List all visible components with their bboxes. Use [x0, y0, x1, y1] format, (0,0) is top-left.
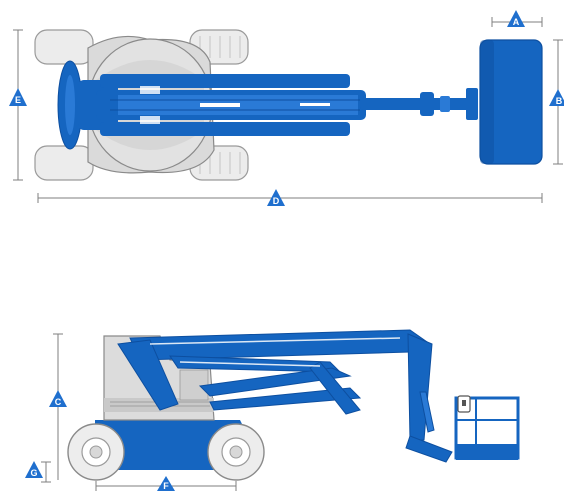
dimension-a: A [491, 10, 543, 27]
tire-rear-left [34, 145, 94, 181]
side-view: C G F [25, 329, 520, 491]
dimension-b: B [549, 39, 564, 165]
dimension-c-label: C [55, 397, 62, 407]
tire-front-left [34, 29, 94, 65]
dimension-a-label: A [513, 17, 520, 27]
side-view-boom [117, 329, 453, 463]
dimension-c: C [49, 333, 67, 480]
side-view-wheels [67, 423, 265, 481]
dimension-b-label: B [556, 96, 563, 106]
dimension-e-label: E [15, 95, 21, 105]
dimension-f: F [95, 476, 237, 491]
dimension-g-label: G [30, 468, 37, 478]
side-view-platform [454, 395, 520, 460]
dimension-e: E [9, 29, 27, 181]
dimension-d-label: D [273, 196, 280, 206]
dimension-f-label: F [163, 481, 169, 491]
top-view: A B E D [9, 10, 564, 206]
top-view-boom [78, 74, 478, 136]
dimension-g: G [25, 461, 51, 483]
dimension-d: D [37, 189, 543, 206]
